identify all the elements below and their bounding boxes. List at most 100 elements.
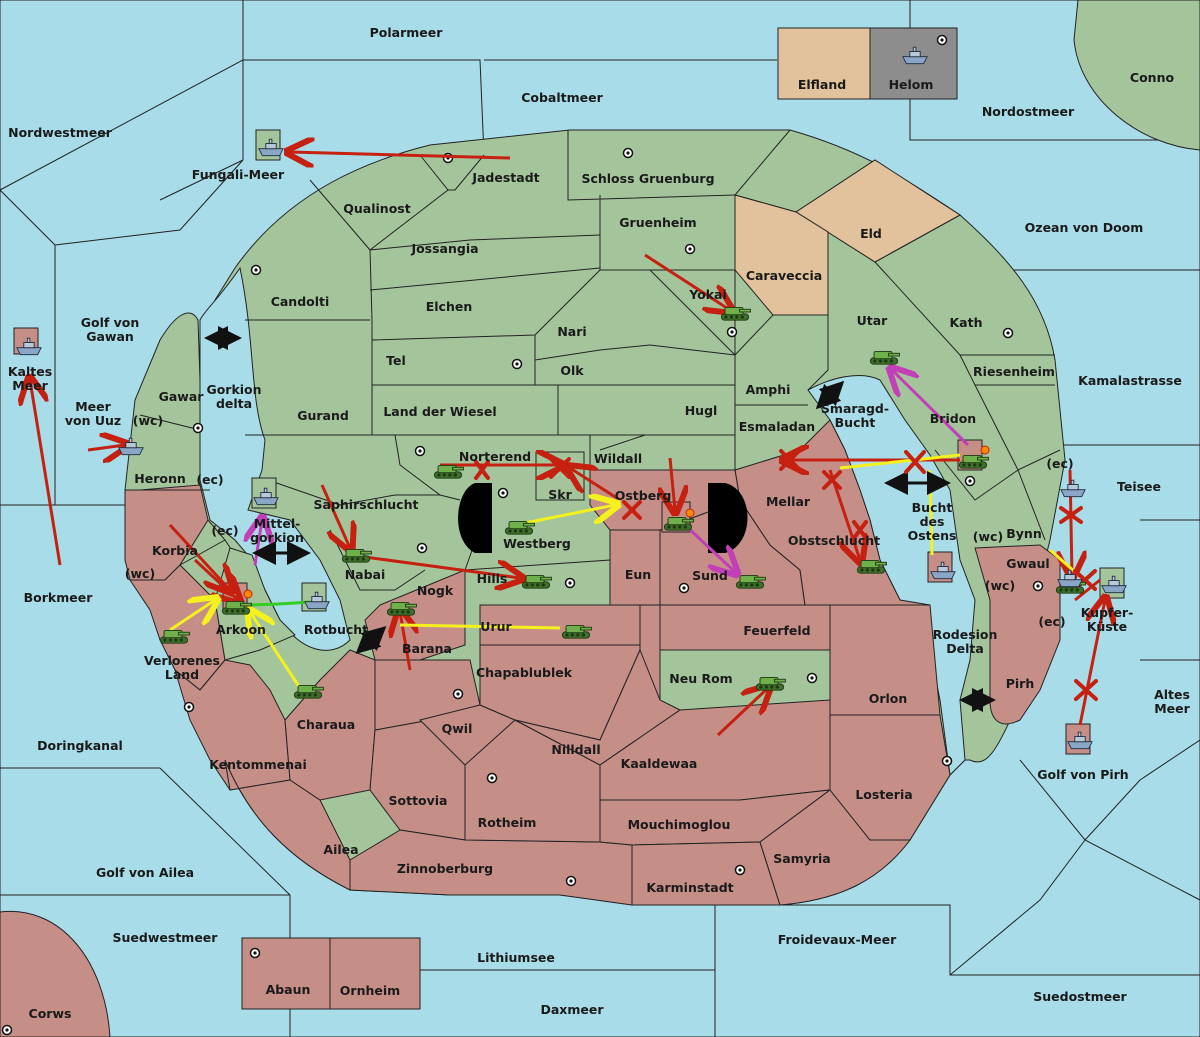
army-icon[interactable] [521,574,552,589]
label-gwaul: Gwaul [1006,556,1049,571]
army-icon[interactable] [221,600,252,615]
dislodged-burst-icon [685,508,695,518]
label-karminstadt: Karminstadt [646,880,733,895]
dislodged-burst-icon [980,445,990,455]
label-nordwestmeer: Nordwestmeer [8,125,113,140]
army-icon[interactable] [869,350,900,365]
label-nabai: Nabai [345,567,386,582]
label-qwil: Qwil [442,721,473,736]
label-rotbucht: Rotbucht [304,622,368,637]
label-elchen: Elchen [426,299,473,314]
army-icon[interactable] [561,624,592,639]
label-korbia: Korbia [152,543,198,558]
territory-eld[interactable] [795,159,961,263]
label-riesenheim: Riesenheim [973,364,1055,379]
army-icon[interactable] [386,601,417,616]
label-olk: Olk [560,363,584,378]
unit-layer [16,46,1127,750]
label-cobaltmeer: Cobaltmeer [521,90,603,105]
label-esmaladan: Esmaladan [739,419,815,434]
label-kupfer-kuste: Kupfer-Küste [1081,605,1134,634]
army-icon[interactable] [958,454,989,469]
territory-ornheim[interactable] [329,937,421,1010]
label-jossangia: Jossangia [410,241,478,256]
label-smaragd-bucht: Smaragd-Bucht [821,401,889,430]
label-ornheim: Ornheim [340,983,400,998]
label-orlon: Orlon [869,691,908,706]
label-yokai: Yokai [688,287,727,302]
label-kamalastrasse: Kamalastrasse [1078,373,1182,388]
label-ec: (ec) [1038,614,1065,629]
labels: PolarmeerCobaltmeerNordwestmeerNordostme… [8,25,1191,1021]
label-losteria: Losteria [855,787,912,802]
label-urur: Urur [480,619,512,634]
army-icon[interactable] [663,516,694,531]
army-icon[interactable] [755,676,786,691]
label-ec: (ec) [1046,456,1073,471]
label-charaua: Charaua [297,717,355,732]
label-mittel-gorkion: Mittel-gorkion [250,516,304,545]
dislodged-burst-icon [243,589,253,599]
label-elfland: Elfland [798,77,846,92]
army-icon[interactable] [341,548,372,563]
label-obstschlucht: Obstschlucht [788,533,880,548]
label-ec: (ec) [196,472,223,487]
label-fungali-meer: Fungali-Meer [192,167,285,182]
label-abaun: Abaun [266,982,311,997]
label-nari: Nari [557,324,586,339]
label-pirh: Pirh [1006,676,1035,691]
army-icon[interactable] [433,464,464,479]
label-gawar: Gawar [159,389,205,404]
label-candolti: Candolti [271,294,330,309]
label-feuerfeld: Feuerfeld [743,623,810,638]
label-golf-von-pirh: Golf von Pirh [1037,767,1128,782]
label-norterend: Norterend [459,449,531,464]
label-ostberg: Ostberg [615,488,672,503]
label-nogk: Nogk [417,583,454,598]
label-corws: Corws [29,1006,72,1021]
label-hills: Hills [477,571,508,586]
territory-conno[interactable] [1073,0,1200,151]
label-wc: (wc) [125,566,155,581]
army-icon[interactable] [720,306,751,321]
army-icon[interactable] [504,520,535,535]
label-lithiumsee: Lithiumsee [477,950,555,965]
label-helom: Helom [889,77,934,92]
army-icon[interactable] [293,684,324,699]
label-wildall: Wildall [594,451,642,466]
label-jadestadt: Jadestadt [471,170,539,185]
label-doringkanal: Doringkanal [37,738,123,753]
label-sottovia: Sottovia [389,793,448,808]
territory-elfland[interactable] [777,27,871,100]
army-icon[interactable] [735,574,766,589]
label-bridon: Bridon [930,411,976,426]
label-mellar: Mellar [766,494,811,509]
label-barana: Barana [402,641,452,656]
territory-caraveccia[interactable] [734,194,829,316]
territory-corws[interactable] [0,910,111,1037]
label-wc: (wc) [985,578,1015,593]
label-wc: (wc) [973,529,1003,544]
army-icon[interactable] [856,559,887,574]
label-westberg: Westberg [503,536,571,551]
army-icon[interactable] [159,629,190,644]
label-neu-rom: Neu Rom [669,671,732,686]
label-gurand: Gurand [297,408,349,423]
label-polarmeer: Polarmeer [370,25,444,40]
label-zinnoberburg: Zinnoberburg [397,861,493,876]
label-eld: Eld [860,226,882,241]
impassable-zone [458,483,748,553]
label-mouchimoglou: Mouchimoglou [628,817,731,832]
label-froidevaux-meer: Froidevaux-Meer [778,932,897,947]
label-teisee: Teisee [1117,479,1161,494]
label-tel: Tel [386,353,406,368]
